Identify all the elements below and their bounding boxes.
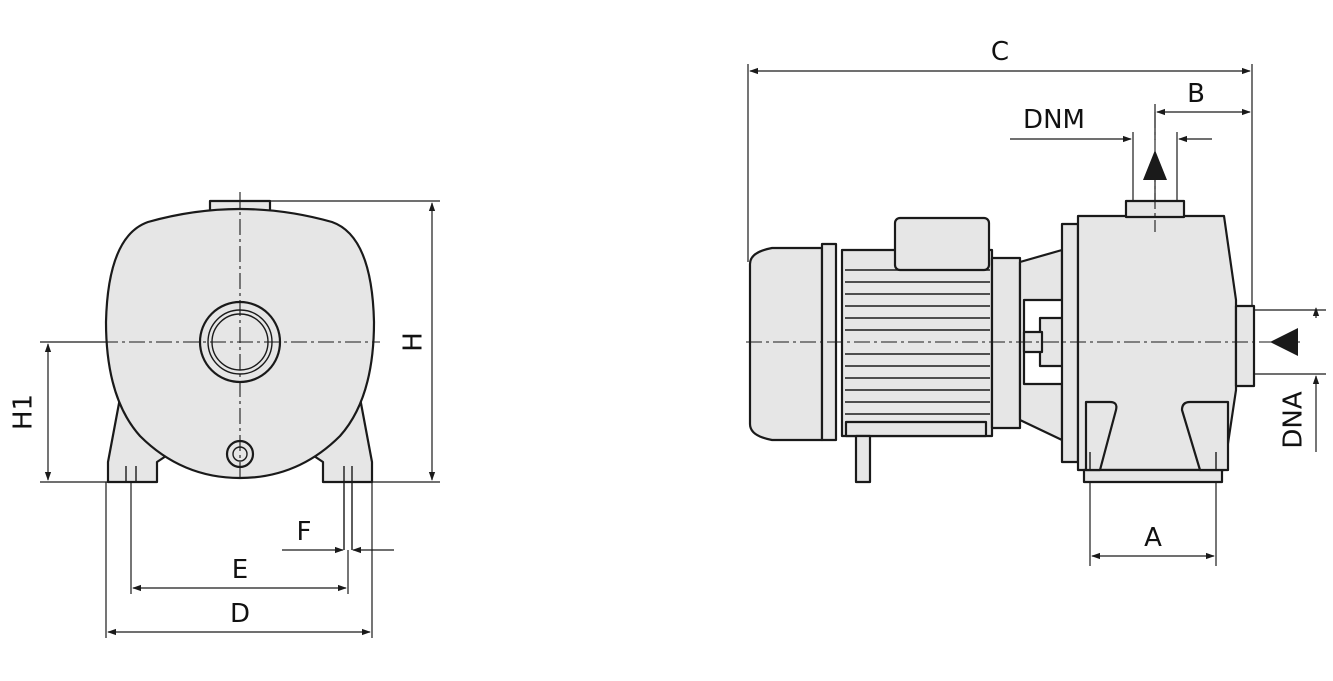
side-inlet-stub xyxy=(1234,304,1256,388)
motor-body xyxy=(840,248,994,438)
motor-fan-cover xyxy=(748,246,824,442)
side-view: C B DNM DNA A xyxy=(746,37,1326,566)
motor-leg xyxy=(854,434,872,484)
side-pump-base xyxy=(1082,468,1224,484)
motor-front-flange xyxy=(990,256,1022,430)
inlet-flow-arrow xyxy=(1270,328,1298,356)
motor-terminal-box xyxy=(893,216,991,272)
label-h1: H1 xyxy=(9,394,39,430)
pump-casing-flange xyxy=(1060,222,1080,464)
label-e: E xyxy=(232,555,248,585)
label-b: B xyxy=(1187,79,1205,109)
label-dna: DNA xyxy=(1279,391,1309,448)
motor-cooling-fins xyxy=(845,269,990,415)
front-view: H H1 E D F xyxy=(9,192,440,638)
label-a: A xyxy=(1144,523,1162,553)
label-c: C xyxy=(991,37,1009,67)
label-h: H xyxy=(399,332,429,352)
label-f: F xyxy=(297,517,312,547)
motor-base xyxy=(844,420,988,438)
label-d: D xyxy=(230,599,250,629)
outlet-flow-arrow xyxy=(1143,150,1167,180)
label-dnm: DNM xyxy=(1023,105,1085,135)
casing-left-cutout xyxy=(1084,400,1118,472)
